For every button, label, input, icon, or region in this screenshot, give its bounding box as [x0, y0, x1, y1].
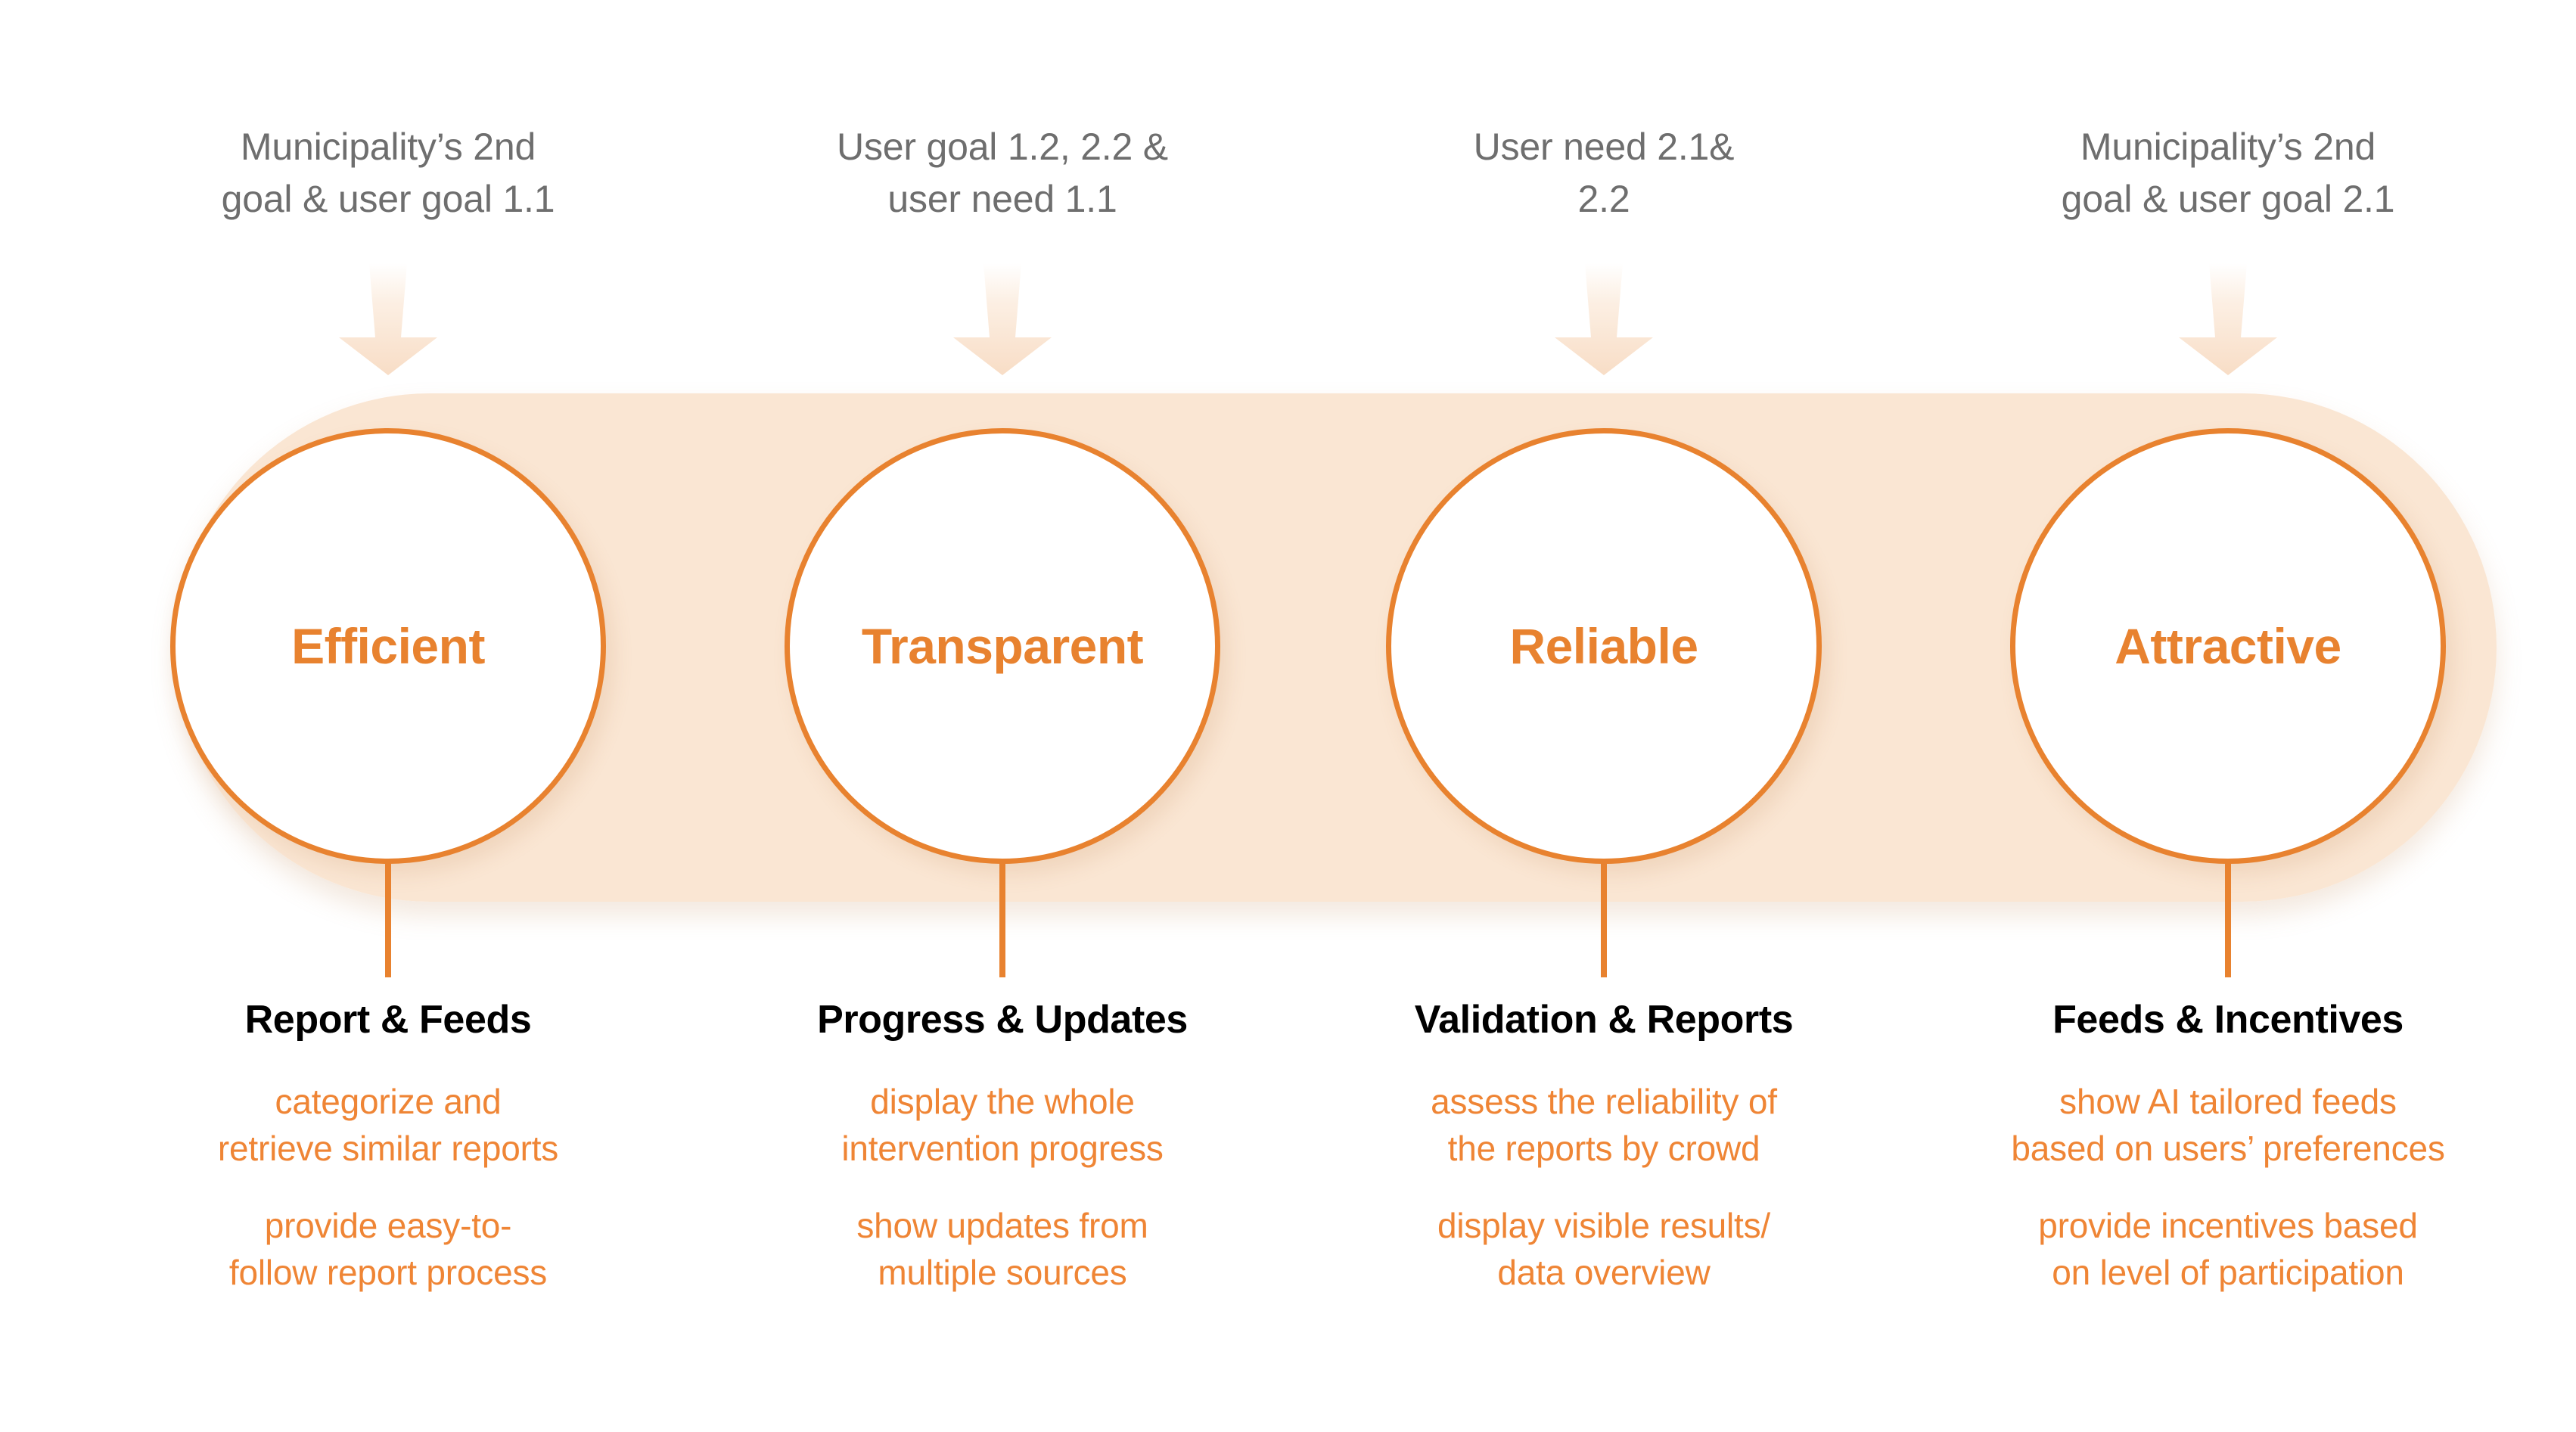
quality-label-2: Transparent [861, 618, 1144, 674]
feature-item-1-2: provide easy-to- follow report process [228, 1206, 548, 1293]
quality-label-4: Attractive [2115, 618, 2341, 674]
quality-circle-3[interactable]: Reliable [1386, 428, 1822, 864]
feature-item-3-2: display visible results/ data overview [1437, 1206, 1771, 1293]
feature-title-4: Feeds & Incentives [2052, 998, 2404, 1042]
down-arrow-icon-1 [331, 263, 445, 375]
down-arrow-icon-2 [946, 263, 1059, 375]
feature-block-2: Progress & Updates display the whole int… [760, 996, 1244, 1296]
feature-title-3: Validation & Reports [1414, 998, 1794, 1042]
source-label-2: User goal 1.2, 2.2 & user need 1.1 [837, 126, 1168, 220]
quality-label-3: Reliable [1509, 618, 1698, 674]
quality-circle-2[interactable]: Transparent [785, 428, 1220, 864]
feature-title-1: Report & Feeds [244, 998, 532, 1042]
feature-item-2-1: display the whole intervention progress [841, 1082, 1164, 1169]
feature-item-3-1: assess the reliability of the reports by… [1431, 1082, 1777, 1169]
feature-item-4-1: show AI tailored feeds based on users’ p… [2011, 1082, 2445, 1169]
quality-circle-1[interactable]: Efficient [170, 428, 606, 864]
quality-label-1: Efficient [291, 618, 485, 674]
source-label-1: Municipality’s 2nd goal & user goal 1.1 [221, 126, 555, 220]
source-label-4: Municipality’s 2nd goal & user goal 2.1 [2061, 126, 2395, 220]
feature-item-1-1: categorize and retrieve similar reports [217, 1082, 559, 1169]
feature-block-3: Validation & Reports assess the reliabil… [1362, 996, 1846, 1296]
feature-title-2: Progress & Updates [817, 998, 1188, 1042]
source-label-3: User need 2.1& 2.2 [1473, 126, 1735, 220]
down-arrow-icon-3 [1547, 263, 1661, 375]
feature-item-2-2: show updates from multiple sources [856, 1206, 1148, 1293]
down-arrow-icon-4 [2171, 263, 2285, 375]
feature-item-4-2: provide incentives based on level of par… [2038, 1206, 2418, 1293]
connector-stem-1 [385, 862, 391, 977]
quality-circle-4[interactable]: Attractive [2010, 428, 2446, 864]
connector-stem-4 [2225, 862, 2231, 977]
feature-block-4: Feeds & Incentives show AI tailored feed… [1986, 996, 2470, 1296]
connector-stem-3 [1601, 862, 1607, 977]
feature-block-1: Report & Feeds categorize and retrieve s… [146, 996, 630, 1296]
connector-stem-2 [999, 862, 1005, 977]
